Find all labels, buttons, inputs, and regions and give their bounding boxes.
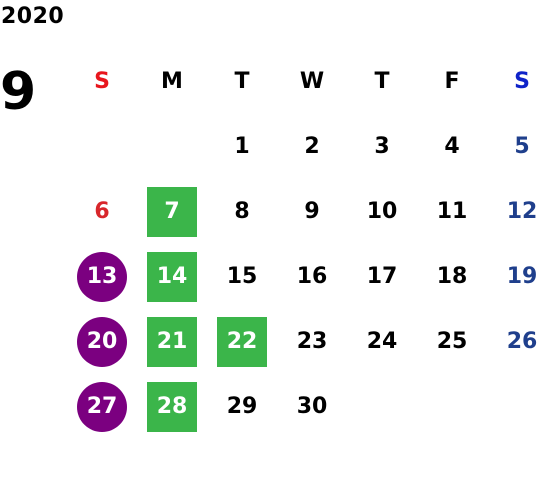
- calendar-day-cell[interactable]: 28: [137, 374, 207, 439]
- calendar-day-cell[interactable]: 26: [487, 309, 548, 374]
- weekday-header: S: [94, 68, 110, 94]
- calendar-day: 30: [296, 393, 328, 419]
- calendar-day: 27: [77, 381, 127, 432]
- calendar-day-cell[interactable]: 3: [347, 114, 417, 179]
- calendar-day: 13: [77, 251, 127, 302]
- calendar-day: 25: [436, 328, 468, 354]
- calendar-day: 21: [147, 316, 197, 367]
- calendar-day-cell[interactable]: 11: [417, 179, 487, 244]
- calendar-day-cell[interactable]: 8: [207, 179, 277, 244]
- calendar-day: 9: [304, 198, 320, 224]
- calendar-day: 28: [147, 381, 197, 432]
- weekday-header: S: [514, 68, 530, 94]
- calendar-day: 16: [296, 263, 328, 289]
- calendar-day-cell[interactable]: 2: [277, 114, 347, 179]
- calendar-day: 20: [77, 316, 127, 367]
- calendar-day-cell[interactable]: 18: [417, 244, 487, 309]
- weekday-header: T: [234, 68, 250, 94]
- calendar-day: 14: [147, 251, 197, 302]
- calendar-day-cell[interactable]: 19: [487, 244, 548, 309]
- calendar-day-cell[interactable]: 22: [207, 309, 277, 374]
- calendar-day-cell[interactable]: 1: [207, 114, 277, 179]
- calendar-day-cell[interactable]: 17: [347, 244, 417, 309]
- calendar-day-cell[interactable]: 30: [277, 374, 347, 439]
- calendar-day: 19: [506, 263, 538, 289]
- calendar-day-cell[interactable]: 7: [137, 179, 207, 244]
- calendar-day: 12: [506, 198, 538, 224]
- calendar-day: 22: [217, 316, 267, 367]
- calendar-day-cell[interactable]: 13: [67, 244, 137, 309]
- calendar-day-cell[interactable]: 6: [67, 179, 137, 244]
- calendar-day: 29: [226, 393, 258, 419]
- year-label: 2020: [1, 4, 65, 29]
- calendar-day-cell[interactable]: 14: [137, 244, 207, 309]
- calendar-day-cell[interactable]: 20: [67, 309, 137, 374]
- calendar-day-cell[interactable]: 16: [277, 244, 347, 309]
- weekday-header: M: [161, 68, 183, 94]
- weekday-header: T: [374, 68, 390, 94]
- calendar-day: 3: [374, 133, 390, 159]
- calendar-day: 6: [94, 198, 110, 224]
- calendar-day: 2: [304, 133, 320, 159]
- calendar-day: 15: [226, 263, 258, 289]
- calendar-day-cell[interactable]: 24: [347, 309, 417, 374]
- empty-cell: [137, 114, 207, 179]
- calendar-day: 18: [436, 263, 468, 289]
- calendar-day-cell[interactable]: 15: [207, 244, 277, 309]
- calendar-day: 4: [444, 133, 460, 159]
- calendar-day-cell[interactable]: 10: [347, 179, 417, 244]
- calendar-day-cell[interactable]: 27: [67, 374, 137, 439]
- calendar-day-cell[interactable]: 9: [277, 179, 347, 244]
- calendar-day-cell[interactable]: 25: [417, 309, 487, 374]
- calendar-day: 1: [234, 133, 250, 159]
- calendar-day: 5: [514, 133, 530, 159]
- weekday-header: F: [444, 68, 460, 94]
- calendar-day: 24: [366, 328, 398, 354]
- calendar-day-cell[interactable]: 23: [277, 309, 347, 374]
- calendar-day-cell[interactable]: 4: [417, 114, 487, 179]
- empty-cell: [67, 114, 137, 179]
- calendar-day-cell[interactable]: 5: [487, 114, 548, 179]
- calendar-day: 23: [296, 328, 328, 354]
- calendar-day: 7: [147, 186, 197, 237]
- calendar-day: 8: [234, 198, 250, 224]
- calendar-day: 10: [366, 198, 398, 224]
- calendar-day: 17: [366, 263, 398, 289]
- weekday-header: W: [299, 68, 325, 94]
- month-number: 9: [0, 62, 37, 122]
- calendar-day: 11: [436, 198, 468, 224]
- calendar-day-cell[interactable]: 21: [137, 309, 207, 374]
- calendar-day-cell[interactable]: 29: [207, 374, 277, 439]
- calendar-day: 26: [506, 328, 538, 354]
- calendar-day-cell[interactable]: 12: [487, 179, 548, 244]
